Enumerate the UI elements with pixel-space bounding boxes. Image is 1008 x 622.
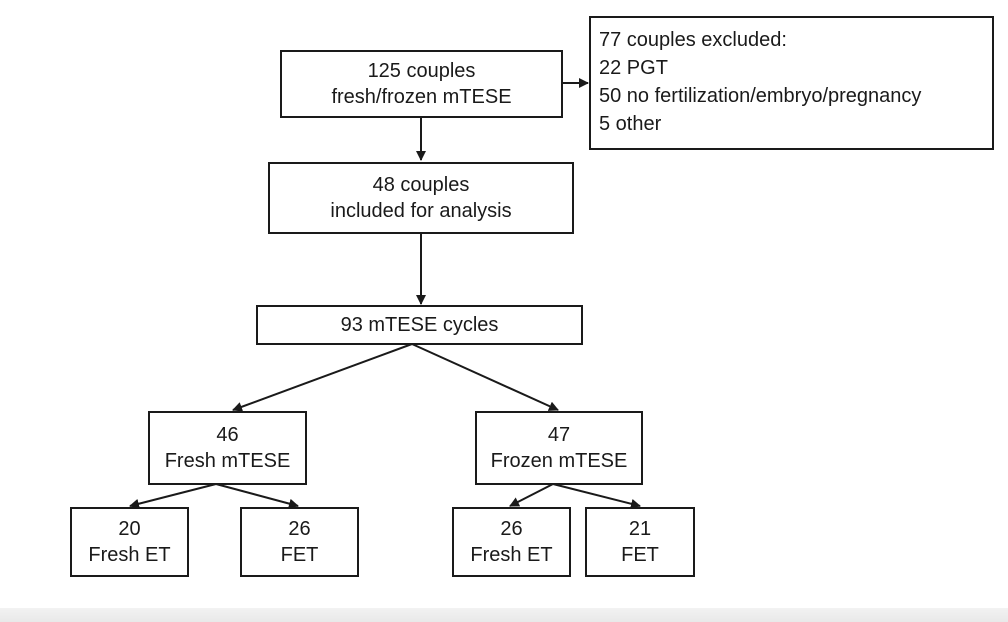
node-fresh-fet-label: FET [280, 544, 319, 566]
node-included: 48 couples included for analysis [268, 162, 574, 234]
node-frozen-fet: 21 FET [585, 507, 695, 577]
node-fresh-mtese-count: 46 [216, 424, 239, 446]
node-cycles-line-1: 93 mTESE cycles [340, 314, 499, 336]
node-cycles: 93 mTESE cycles [256, 305, 583, 345]
node-excluded-line-1: 77 couples excluded: [599, 29, 787, 51]
node-start: 125 couples fresh/frozen mTESE [280, 50, 563, 118]
arrow-fresh-mtese-to-fresh-et [129, 483, 217, 509]
node-fresh-fresh-et-count: 20 [118, 518, 141, 540]
node-fresh-fet-count: 26 [288, 518, 311, 540]
node-frozen-fresh-et-count: 26 [500, 518, 523, 540]
node-start-line-1: 125 couples [367, 60, 476, 82]
node-included-line-1: 48 couples [372, 174, 470, 196]
node-excluded-line-2: 22 PGT [599, 57, 668, 79]
node-excluded-line-3: 50 no fertilization/embryo/pregnancy [599, 85, 922, 107]
node-frozen-fresh-et: 26 Fresh ET [452, 507, 571, 577]
arrow-cycles-to-fresh-mtese [232, 343, 413, 412]
node-frozen-fresh-et-label: Fresh ET [470, 544, 553, 566]
node-excluded: 77 couples excluded: 22 PGT 50 no fertil… [589, 16, 994, 150]
arrow-fresh-mtese-to-fet [215, 483, 299, 509]
node-frozen-mtese-label: Frozen mTESE [490, 450, 628, 472]
node-fresh-fet: 26 FET [240, 507, 359, 577]
node-fresh-mtese-label: Fresh mTESE [164, 450, 291, 472]
node-frozen-mtese-count: 47 [547, 424, 571, 446]
node-excluded-line-4: 5 other [599, 113, 662, 135]
arrow-frozen-mtese-to-fet [552, 483, 641, 509]
node-frozen-fet-count: 21 [628, 518, 652, 540]
node-fresh-mtese: 46 Fresh mTESE [148, 411, 307, 485]
node-fresh-fresh-et: 20 Fresh ET [70, 507, 189, 577]
node-fresh-fresh-et-label: Fresh ET [88, 544, 171, 566]
arrow-frozen-mtese-to-fresh-et [509, 483, 554, 507]
node-frozen-mtese: 47 Frozen mTESE [475, 411, 643, 485]
node-frozen-fet-label: FET [621, 544, 659, 566]
node-start-line-2: fresh/frozen mTESE [331, 86, 512, 108]
bottom-strip [0, 608, 1008, 622]
node-included-line-2: included for analysis [330, 200, 512, 222]
arrow-cycles-to-frozen-mtese [411, 343, 559, 411]
